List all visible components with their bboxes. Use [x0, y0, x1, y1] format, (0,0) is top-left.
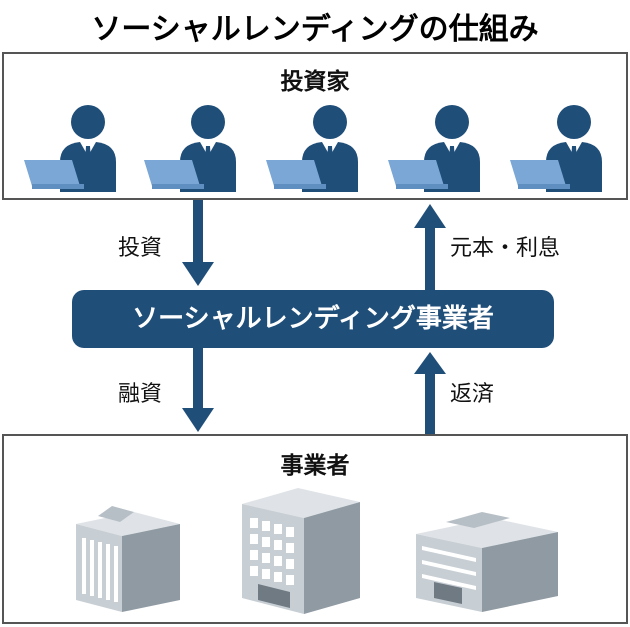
businesses-label: 事業者: [280, 453, 350, 479]
financing-label: 融資: [118, 382, 163, 407]
platform-box: ソーシャルレンディング事業者: [72, 290, 554, 348]
arrow-down-financing-icon: [182, 348, 214, 432]
building-icon: [76, 506, 180, 612]
investor-person-icon: [266, 105, 358, 192]
repayment-label: 返済: [450, 382, 495, 407]
arrow-up-return-icon: [414, 204, 446, 290]
arrow-down-invest-icon: [182, 200, 214, 286]
principal-interest-label: 元本・利息: [450, 236, 561, 261]
building-icon: [416, 512, 558, 612]
diagram-title: ソーシャルレンディングの仕組み: [91, 12, 539, 47]
investor-person-icon: [144, 105, 236, 192]
invest-label: 投資: [118, 236, 163, 261]
investor-person-icon: [510, 105, 602, 192]
investor-person-icon: [24, 105, 116, 192]
investors-label: 投資家: [280, 69, 350, 95]
arrow-up-repayment-icon: [414, 352, 446, 434]
building-icon: [242, 488, 360, 614]
investor-person-icon: [388, 105, 480, 192]
